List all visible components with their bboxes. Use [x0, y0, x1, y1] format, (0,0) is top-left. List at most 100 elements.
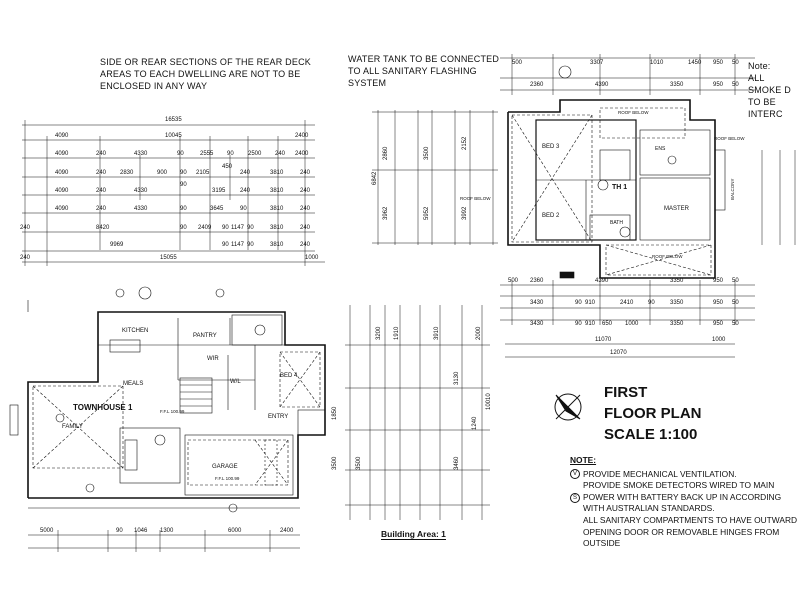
dim: 90	[222, 242, 229, 248]
dim: 11070	[595, 337, 612, 343]
ground-vertical-dimensions	[345, 305, 490, 520]
room-label-meals: MEALS	[123, 381, 143, 387]
dim: 3350	[670, 82, 684, 88]
ffl-label: F.F.L 100.99	[160, 409, 185, 414]
dim: 3350	[670, 278, 684, 284]
room-label-master: MASTER	[664, 206, 690, 212]
first-floor-plan	[500, 54, 755, 358]
dim: 450	[222, 164, 233, 170]
dim: 3350	[670, 300, 684, 306]
dim: 3460	[454, 456, 460, 470]
room-label-bed3: BED 3	[542, 144, 560, 150]
dim: 3810	[270, 206, 284, 212]
dim: 950	[713, 82, 724, 88]
note-line: POWER WITH BATTERY BACK UP IN ACCORDING	[583, 491, 782, 502]
dim: 4390	[595, 82, 609, 88]
top-left-dimensions	[22, 120, 325, 266]
smoke-detector-marker-icon: S	[570, 492, 580, 503]
drawing-title: FIRST FLOOR PLAN SCALE 1:100	[604, 382, 702, 445]
dim: 90	[180, 170, 187, 176]
dim: 50	[732, 60, 739, 66]
room-label-th: TH 1	[612, 184, 627, 191]
room-label-family: FAMILY	[62, 424, 83, 430]
ffl-label: F.F.L 100.99	[215, 476, 240, 481]
dim: 3200	[376, 326, 382, 340]
dim: 240	[300, 188, 311, 194]
dim: 10010	[486, 393, 492, 410]
dim: 910	[585, 300, 596, 306]
dim: 3810	[270, 225, 284, 231]
dim: 90	[240, 206, 247, 212]
note-line: WITH AUSTRALIAN STANDARDS.	[583, 503, 715, 514]
room-label-entry: ENTRY	[268, 414, 288, 420]
dim: 950	[713, 321, 724, 327]
dim: 90	[222, 225, 229, 231]
dim: 2409	[198, 225, 212, 231]
dim: 2400	[295, 151, 309, 157]
note-line: PROVIDE MECHANICAL VENTILATION.	[583, 468, 737, 479]
dim: 2105	[196, 170, 210, 176]
dim: 12070	[610, 350, 627, 356]
dim: 4330	[134, 151, 148, 157]
dim: 4090	[55, 188, 69, 194]
room-label-balcony: BALCONY	[730, 178, 735, 200]
dim: 3910	[434, 326, 440, 340]
dim: 240	[96, 151, 107, 157]
dim: 90	[180, 206, 187, 212]
dim: 5952	[424, 206, 430, 220]
dim: 240	[96, 188, 107, 194]
dim-overall: 16535	[165, 117, 182, 123]
dim: 500	[512, 60, 523, 66]
dim: 90	[177, 151, 184, 157]
dim: 240	[20, 255, 31, 261]
dim: 3130	[454, 371, 460, 385]
room-label-townhouse: TOWNHOUSE 1	[73, 403, 133, 412]
dim: 2360	[530, 82, 544, 88]
title-line-3: SCALE 1:100	[604, 426, 698, 443]
dim: 240	[240, 170, 251, 176]
dim: 90	[180, 225, 187, 231]
building-area-label: Building Area: 1	[381, 529, 446, 540]
note-water-tank: WATER TANK TO BE CONNECTED TO ALL SANITA…	[348, 54, 500, 88]
dim: 950	[713, 60, 724, 66]
room-label-bath: BATH	[610, 220, 623, 226]
title-line-1: FIRST	[604, 384, 648, 401]
dim: 240	[275, 151, 286, 157]
north-arrow-icon	[554, 393, 582, 421]
dim: 240	[300, 206, 311, 212]
dim: 3500	[332, 456, 338, 470]
dim: 2152	[462, 136, 468, 150]
dim: 240	[96, 206, 107, 212]
dim: 4090	[55, 133, 69, 139]
dim: 2500	[248, 151, 262, 157]
dim: 4330	[134, 206, 148, 212]
dim: 1000	[625, 321, 639, 327]
note-line: OUTSIDE	[583, 538, 621, 549]
dim: 50	[732, 82, 739, 88]
dim: 90	[575, 321, 582, 327]
room-label-ens: ENS	[655, 146, 666, 152]
dim: 3645	[210, 206, 224, 212]
dim: 3500	[356, 456, 362, 470]
dim: 240	[96, 170, 107, 176]
dim: 240	[300, 225, 311, 231]
dim: 1240	[472, 416, 478, 430]
room-label-kitchen: KITCHEN	[122, 328, 148, 334]
dim: 90	[247, 225, 254, 231]
roof-below-label: ROOF BELOW	[714, 136, 745, 141]
dim: 90	[116, 528, 123, 534]
dim: 3810	[270, 170, 284, 176]
roof-below-label: ROOF BELOW	[618, 110, 649, 115]
dim: 9969	[110, 242, 124, 248]
room-label-pantry: PANTRY	[193, 333, 217, 339]
title-line-2: FLOOR PLAN	[604, 405, 702, 422]
dim: 3350	[670, 321, 684, 327]
note-line: OPENING DOOR OR REMOVABLE HINGES FROM	[583, 526, 780, 537]
room-label-wir: WIR	[207, 356, 219, 362]
dim: 3195	[212, 188, 226, 194]
dim: 2360	[530, 278, 544, 284]
dim: 1850	[332, 406, 338, 420]
dim: 1147	[231, 242, 245, 248]
